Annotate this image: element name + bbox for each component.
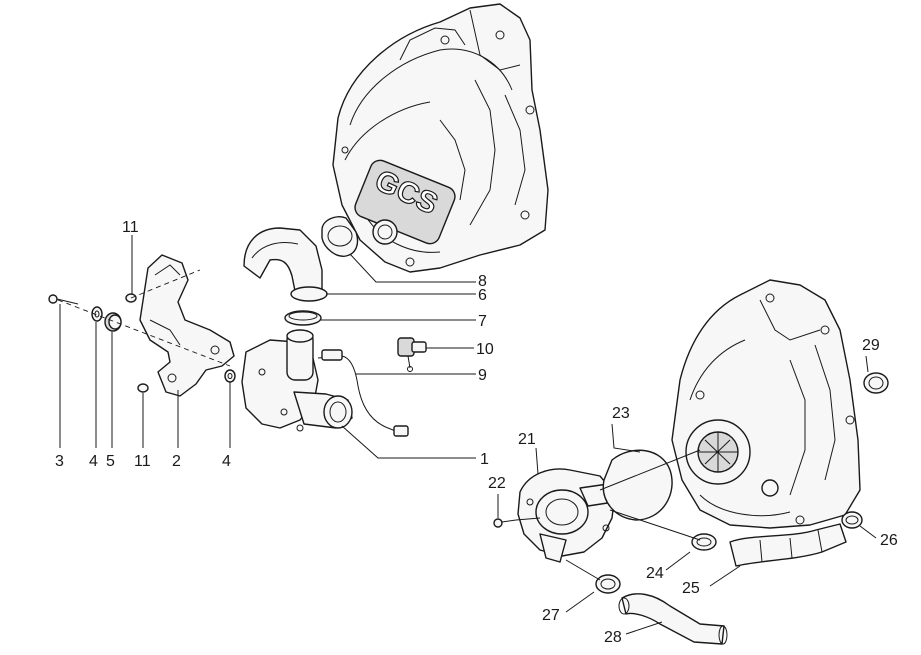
part-27-clamp [595, 574, 621, 594]
part-6-hose-clamp [290, 286, 328, 302]
assembly-axis-top [130, 269, 201, 299]
callout-7: 7 [478, 313, 487, 330]
callout-6: 6 [478, 287, 487, 304]
callout-4-left: 4 [89, 453, 98, 470]
engine-cover-upper: GCS [332, 3, 549, 273]
callout-8: 8 [478, 273, 487, 290]
callout-10: 10 [476, 341, 494, 358]
callout-28: 28 [604, 629, 622, 646]
part-21-pump-cover [517, 468, 616, 563]
part-1-pump [241, 329, 353, 432]
callout-29: 29 [862, 337, 880, 354]
callout-11-top: 11 [122, 219, 139, 236]
part-2-bracket [139, 254, 235, 397]
part-5-spacer [104, 312, 122, 332]
part-23-gasket [602, 449, 673, 521]
part-22-bolt [493, 518, 517, 528]
part-24-clamp [691, 533, 717, 551]
callout-25: 25 [682, 580, 700, 597]
engine-cover-lower [671, 279, 861, 529]
callout-22: 22 [488, 475, 506, 492]
callout-4-right: 4 [222, 453, 231, 470]
part-8-clamp [321, 216, 359, 257]
callout-21: 21 [518, 431, 536, 448]
guide-line-bolt-axis [515, 517, 541, 521]
part-25-hose [729, 523, 847, 567]
callout-numbers: 11 3 4 5 11 2 4 1 8 6 7 10 9 29 23 21 22… [55, 219, 898, 646]
callout-24: 24 [646, 565, 664, 582]
part-7-clamp [284, 310, 322, 326]
callout-11-bottom: 11 [134, 453, 151, 470]
part-4-washer-left [91, 306, 103, 322]
part-11-washer-bottom [137, 383, 149, 393]
part-26-clamp [841, 511, 863, 529]
part-9-wire [317, 349, 409, 437]
guide-line-cover-to-gasket [599, 449, 701, 491]
part-4-washer-right [224, 369, 236, 383]
callout-3: 3 [55, 453, 64, 470]
callout-26: 26 [880, 532, 898, 549]
part-3-bolt [48, 294, 79, 305]
assembly-axis-left [57, 299, 231, 367]
callout-5: 5 [106, 453, 115, 470]
callout-23: 23 [612, 405, 630, 422]
part-29-oring [863, 372, 889, 394]
callout-9: 9 [478, 367, 487, 384]
callout-27: 27 [542, 607, 560, 624]
leader-lines [59, 235, 877, 635]
guide-line-cover-to-clamp [609, 509, 701, 541]
part-10-sensor [397, 337, 427, 372]
callout-2: 2 [172, 453, 181, 470]
part-28-hose [618, 593, 728, 645]
callout-1: 1 [480, 451, 489, 468]
guide-line-cover-outlet [565, 559, 601, 581]
